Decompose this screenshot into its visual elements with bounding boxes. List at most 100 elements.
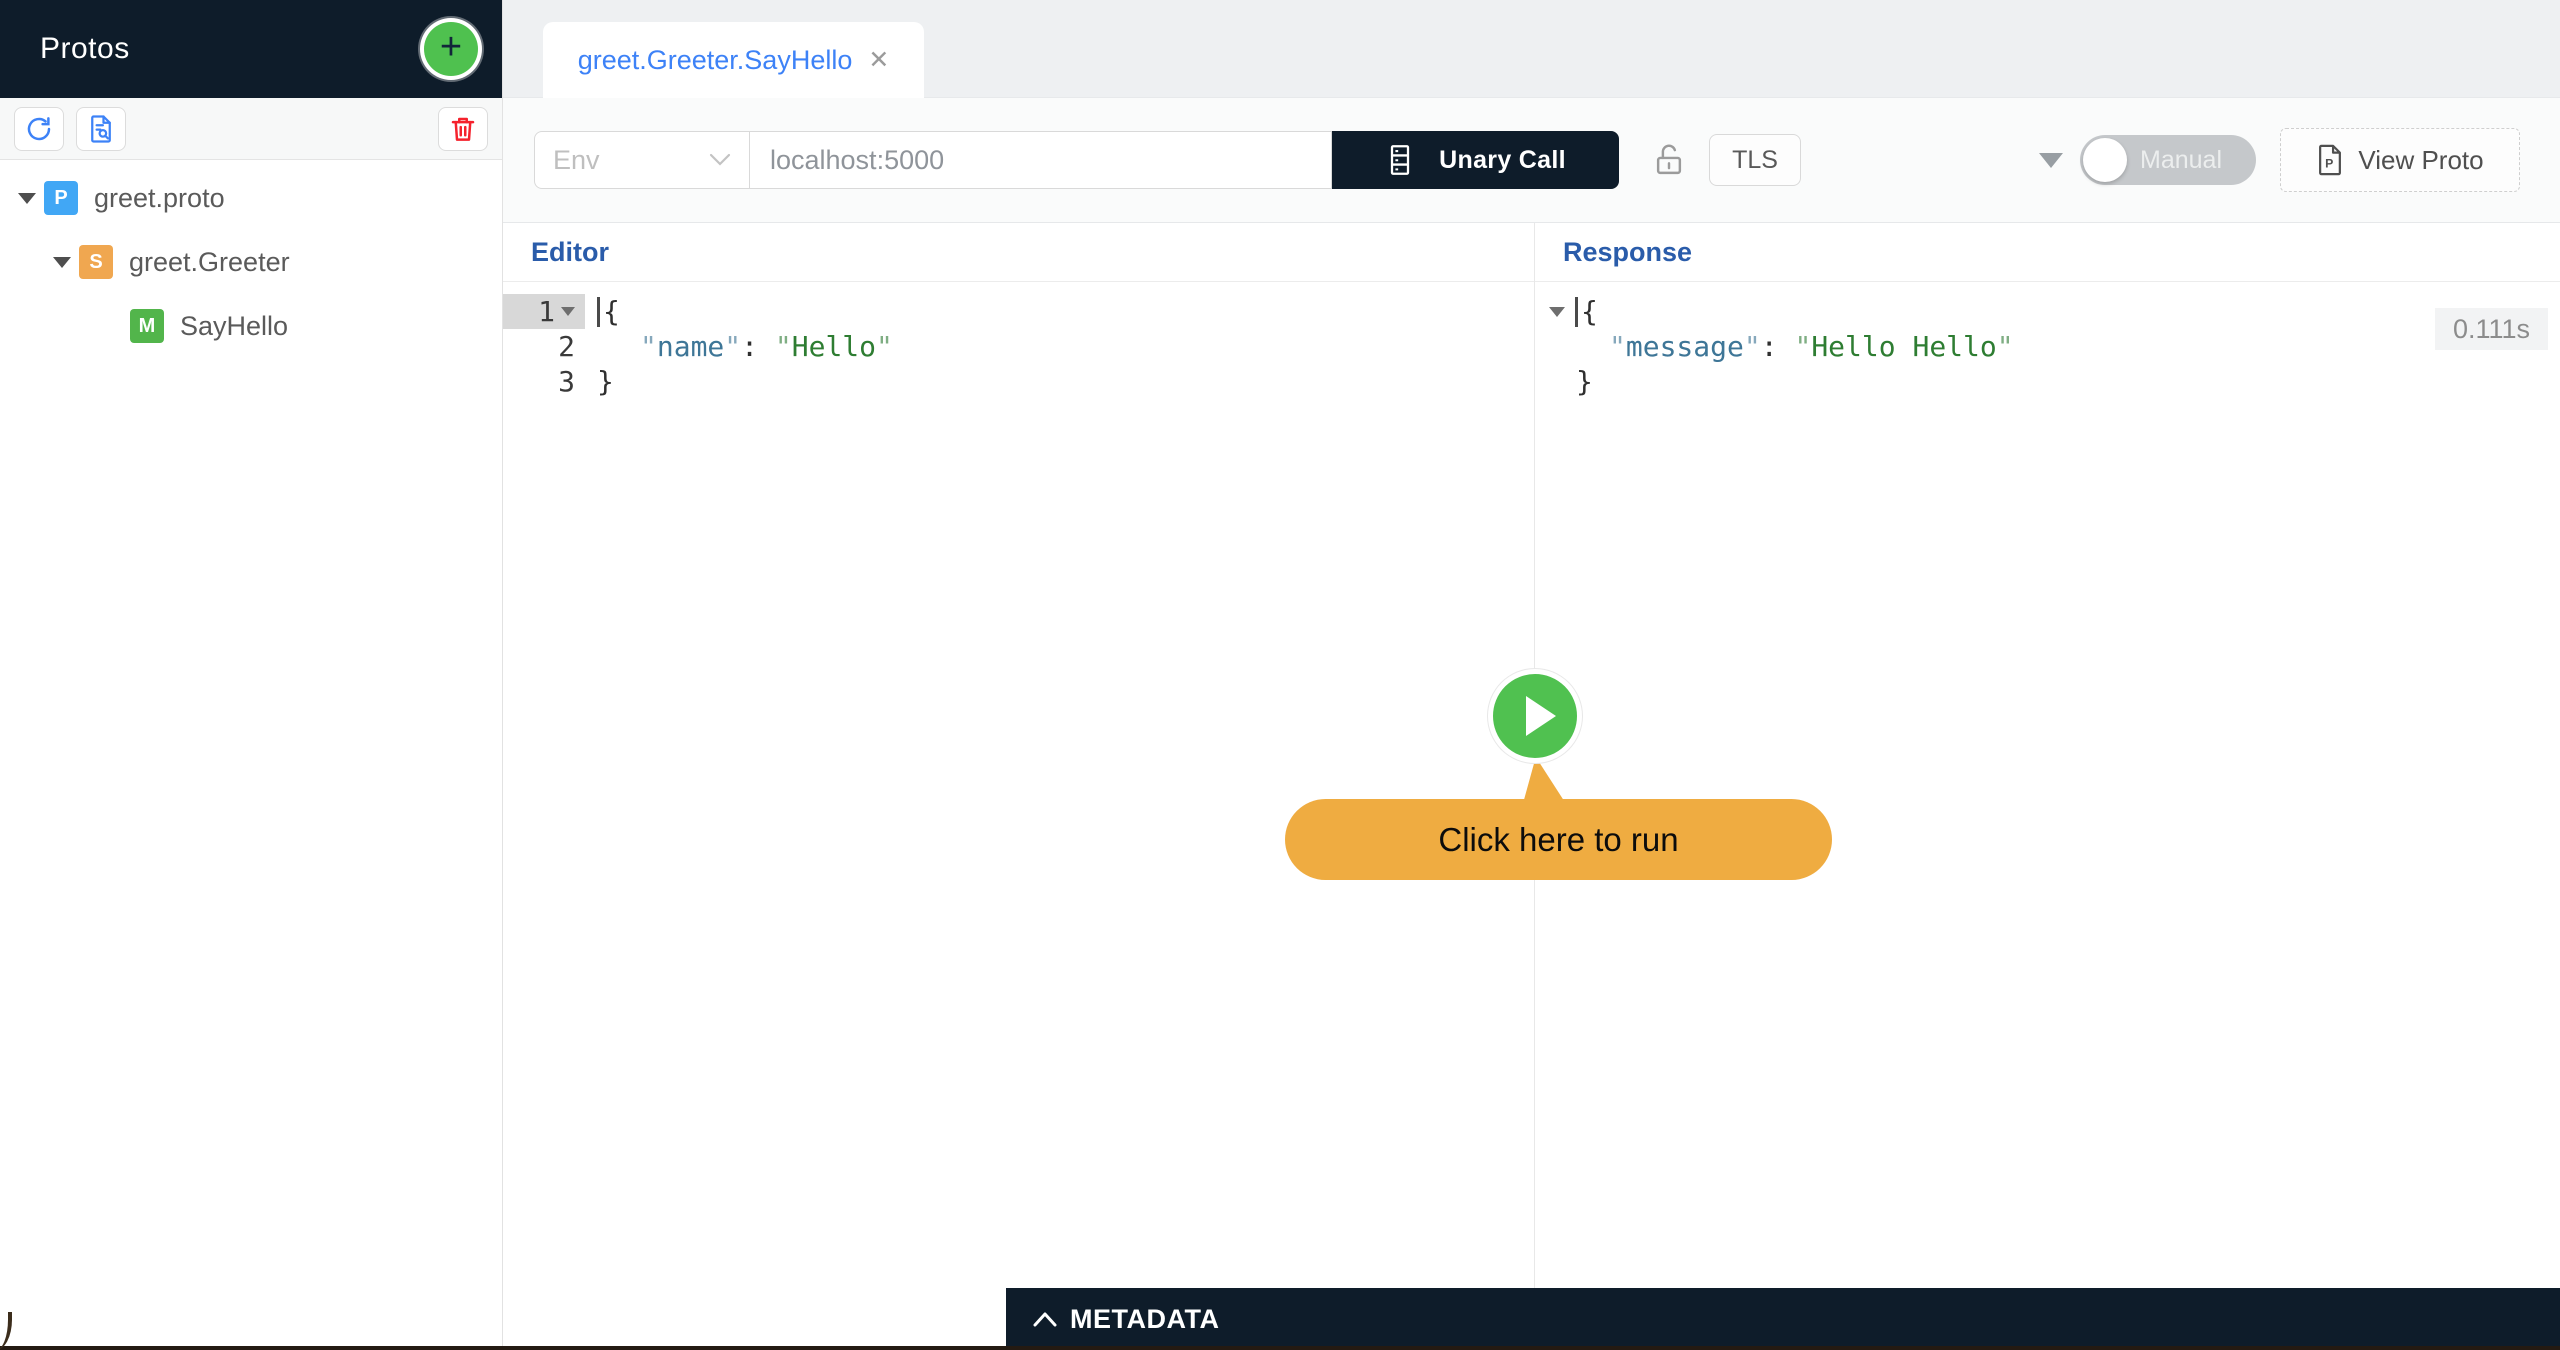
quote: " xyxy=(724,330,742,363)
line-number: 2 xyxy=(503,329,585,364)
text-cursor xyxy=(1575,296,1578,327)
plus-icon: + xyxy=(439,26,463,68)
quote: " xyxy=(876,330,893,363)
sidebar-header: Protos + xyxy=(0,0,502,98)
code-line: "message": "Hello Hello" xyxy=(1549,329,2560,364)
editor-response-panels: Editor 1 2 3 xyxy=(503,223,2560,1288)
json-value: Hello xyxy=(791,330,877,363)
tree-item-label: greet.Greeter xyxy=(129,246,290,277)
tab-greet-greeter-sayhello[interactable]: greet.Greeter.SayHello ✕ xyxy=(543,22,924,98)
window-bottom-edge xyxy=(0,1346,2560,1350)
response-viewer: { "message": "Hello Hello" } 0.111s xyxy=(1535,282,2560,399)
response-panel: Response { "message": "Hello Hello" } xyxy=(1535,223,2560,1288)
line-number-text: 1 xyxy=(538,295,555,328)
env-select[interactable]: Env xyxy=(534,131,750,189)
server-address-input[interactable] xyxy=(750,131,1332,189)
editor-code: { "name": "Hello" } xyxy=(585,294,1534,399)
view-proto-button[interactable]: P View Proto xyxy=(2280,128,2520,192)
line-number-text: 3 xyxy=(558,365,575,398)
proto-tree: P greet.proto S greet.Greeter M SayHello xyxy=(0,166,502,358)
code-line: } xyxy=(597,364,1534,399)
close-icon[interactable]: ✕ xyxy=(868,46,890,74)
unary-call-button[interactable]: Unary Call xyxy=(1332,131,1619,189)
toggle-label: Manual xyxy=(2140,145,2222,174)
json-key: name xyxy=(656,330,725,363)
unlock-icon[interactable] xyxy=(1651,141,1687,179)
manual-mode-toggle[interactable]: Manual xyxy=(2080,135,2256,185)
line-number-gutter: 1 2 3 xyxy=(503,294,585,399)
code-line: { xyxy=(1549,294,2560,329)
line-number: 3 xyxy=(503,364,585,399)
quote: " xyxy=(1743,330,1761,363)
caret-down-icon[interactable] xyxy=(18,192,36,204)
code-line: } xyxy=(1549,364,2560,399)
editor-panel: Editor 1 2 3 xyxy=(503,223,1535,1288)
code-line: "name": "Hello" xyxy=(597,329,1534,364)
play-icon xyxy=(1526,696,1556,736)
open-brace: { xyxy=(1581,295,1598,328)
svg-text:P: P xyxy=(2325,156,2333,170)
caret-down-icon[interactable] xyxy=(53,256,71,268)
file-search-icon xyxy=(86,114,116,144)
reload-protos-button[interactable] xyxy=(14,106,64,151)
json-value: Hello Hello xyxy=(1811,330,1997,363)
quote: " xyxy=(1996,330,2014,363)
tree-item-proto-file[interactable]: P greet.proto xyxy=(0,166,502,230)
line-number-text: 2 xyxy=(558,330,575,363)
open-brace: { xyxy=(603,295,620,328)
request-toolbar: Env Una xyxy=(503,98,2560,223)
tree-item-label: SayHello xyxy=(180,310,289,341)
add-proto-button[interactable]: + xyxy=(424,22,478,76)
caret-down-icon[interactable] xyxy=(2039,152,2063,168)
close-brace: } xyxy=(597,365,614,398)
delete-proto-button[interactable] xyxy=(438,106,488,151)
request-editor[interactable]: 1 2 3 { xyxy=(503,282,1534,399)
editor-panel-header: Editor xyxy=(503,223,1534,282)
method-badge: M xyxy=(130,309,164,343)
code-line: { xyxy=(597,294,1534,329)
corner-artifact xyxy=(0,1312,12,1350)
env-placeholder: Env xyxy=(553,144,600,175)
database-icon xyxy=(1385,144,1415,176)
import-paths-button[interactable] xyxy=(76,106,126,151)
main-area: greet.Greeter.SayHello ✕ Env xyxy=(503,0,2560,1350)
sidebar-title: Protos xyxy=(40,32,130,65)
tree-item-method[interactable]: M SayHello xyxy=(0,294,502,358)
quote: " xyxy=(1794,330,1812,363)
metadata-label: METADATA xyxy=(1070,1303,1220,1334)
tab-label: greet.Greeter.SayHello xyxy=(577,44,853,75)
colon: : xyxy=(1760,330,1795,363)
reload-icon xyxy=(24,114,54,144)
quote: " xyxy=(1609,330,1626,363)
editor-title: Editor xyxy=(531,236,609,267)
text-cursor xyxy=(597,296,600,327)
view-proto-label: View Proto xyxy=(2358,144,2484,175)
tree-item-label: greet.proto xyxy=(94,182,225,213)
file-proto-icon: P xyxy=(2316,144,2344,176)
sidebar-toolbar xyxy=(0,98,502,160)
tree-item-service[interactable]: S greet.Greeter xyxy=(0,230,502,294)
response-duration-badge: 0.111s xyxy=(2434,308,2548,350)
metadata-bar[interactable]: METADATA xyxy=(1006,1288,2560,1350)
run-tooltip-text: Click here to run xyxy=(1438,820,1679,858)
address-group: Env Una xyxy=(534,131,1619,189)
fold-caret-icon[interactable] xyxy=(561,307,575,316)
close-brace: } xyxy=(1576,365,1593,398)
run-button[interactable] xyxy=(1488,669,1582,763)
tls-button[interactable]: TLS xyxy=(1709,134,1801,186)
json-key: message xyxy=(1625,330,1744,363)
fold-caret-icon[interactable] xyxy=(1549,306,1565,317)
colon: : xyxy=(741,330,775,363)
quote: " xyxy=(774,330,792,363)
chevron-up-icon xyxy=(1032,1309,1058,1329)
quote: " xyxy=(640,330,657,363)
toggle-knob xyxy=(2083,138,2127,182)
delete-icon xyxy=(448,114,478,144)
protos-sidebar: Protos + xyxy=(0,0,503,1350)
chevron-down-icon xyxy=(709,153,731,167)
proto-badge: P xyxy=(44,181,78,215)
response-panel-header: Response xyxy=(1535,223,2560,282)
tab-bar: greet.Greeter.SayHello ✕ xyxy=(503,0,2560,98)
line-number: 1 xyxy=(503,294,585,329)
